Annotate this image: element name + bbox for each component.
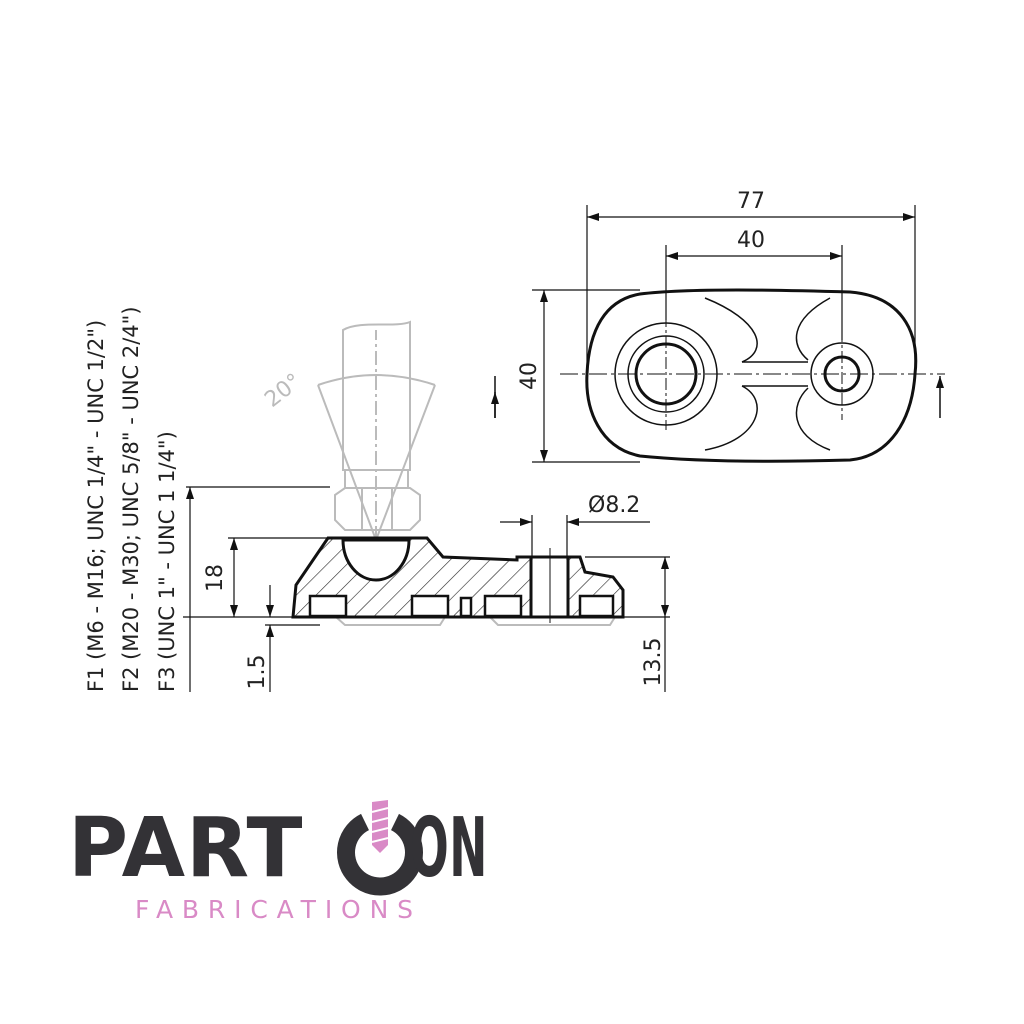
rib-right (795, 297, 831, 451)
dim-hole-diameter: Ø8.2 (588, 493, 640, 518)
side-view-dimensions (183, 486, 670, 692)
ball-socket (341, 538, 411, 582)
top-view-dimensions (532, 205, 916, 463)
logo-power-screw-icon (337, 800, 423, 896)
dim-width: 40 (517, 362, 542, 390)
logo-subtitle: FABRICATIONS (135, 895, 420, 924)
dim-height-rear: 13.5 (641, 638, 666, 687)
dim-height: 18 (203, 564, 228, 592)
rib-left (704, 297, 758, 451)
base-outline (585, 288, 918, 463)
logo-on: ON (410, 801, 488, 896)
dim-tilt-angle: 20° (260, 369, 306, 413)
dim-thickness: 1.5 (245, 655, 270, 690)
spec-f3: F3 (UNC 1" - UNC 1 1/4") (155, 431, 179, 692)
thread-spec-labels: F1 (M6 - M16; UNC 1/4" - UNC 1/2") F2 (M… (84, 306, 179, 692)
spec-f2: F2 (M20 - M30; UNC 5/8" - UNC 2/4") (119, 306, 143, 692)
dim-hole-spacing: 40 (737, 228, 765, 253)
top-view (491, 288, 945, 463)
company-logo: PART ON FABRICATIONS (68, 800, 488, 924)
spec-f1: F1 (M6 - M16; UNC 1/4" - UNC 1/2") (84, 320, 108, 692)
logo-part: PART (68, 801, 303, 896)
side-section-view (291, 536, 625, 623)
dim-length-overall: 77 (737, 189, 765, 214)
